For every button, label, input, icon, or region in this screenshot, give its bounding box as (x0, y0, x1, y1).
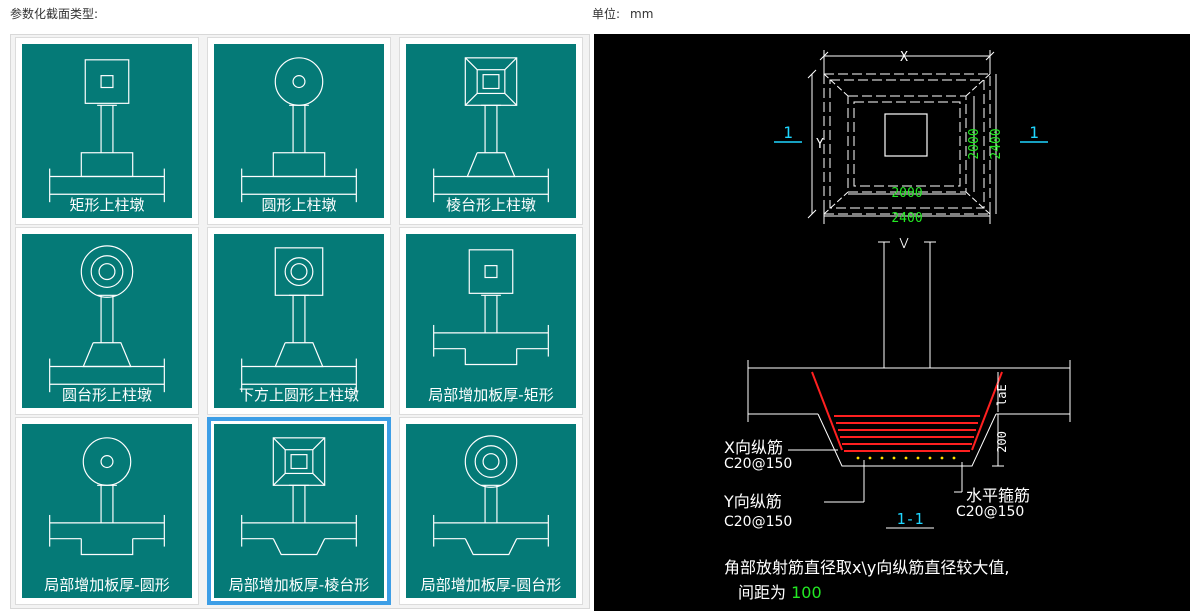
section-preview: X Y 2000 2400 2000 2400 1 1 (594, 34, 1190, 611)
plan-outer-outline (823, 73, 991, 215)
section-type-label: 矩形上柱墩 (69, 196, 145, 214)
note-line-2-value: 100 (791, 583, 822, 602)
plan-inner-outline-inner (853, 101, 961, 187)
preview-drawing: X Y 2000 2400 2000 2400 1 1 (747, 50, 1071, 529)
section-type-3[interactable]: 棱台形上柱墩 (399, 37, 583, 225)
section-type-label: 圆台形上柱墩 (61, 386, 152, 404)
rect-pier-icon (49, 59, 165, 203)
section-type-panel: 局部增加板厚-圆台形 (406, 424, 576, 598)
section-type-label: 局部增加板厚-棱台形 (228, 576, 370, 594)
dim-inner-height: 2000 (967, 128, 982, 159)
y-rebar-value: C20@150 (724, 514, 793, 530)
section-type-label: 下方上圆形上柱墩 (238, 386, 359, 404)
section-type-5[interactable]: 下方上圆形上柱墩 (207, 227, 391, 415)
slab-thicken-round-frustum-icon (433, 435, 549, 556)
section-type-panel: 圆台形上柱墩 (22, 234, 192, 408)
section-type-panel: 局部增加板厚-圆形 (22, 424, 192, 598)
section-view (747, 237, 1071, 529)
section-type-label: 局部增加板厚-圆形 (44, 576, 170, 594)
section-mark-left: 1 (783, 123, 793, 142)
section-type-panel: 局部增加板厚-矩形 (406, 234, 576, 408)
section-type-8[interactable]: 局部增加板厚-棱台形 (207, 417, 391, 605)
unit-label: 单位: mm (592, 5, 653, 22)
dim-inner-width: 2000 (891, 186, 922, 201)
y-rebar-label: Y向纵筋 (724, 492, 782, 511)
section-type-label: 棱台形上柱墩 (445, 196, 536, 214)
plan-view (774, 50, 1048, 224)
section-title: 1-1 (896, 510, 923, 528)
dim-x-label: X (900, 50, 908, 65)
section-type-6[interactable]: 局部增加板厚-矩形 (399, 227, 583, 415)
stirrup-label: 水平箍筋 (966, 486, 1031, 505)
section-type-panel: 矩形上柱墩 (22, 44, 192, 218)
section-type-1[interactable]: 矩形上柱墩 (15, 37, 199, 225)
x-rebar-value: C20@150 (724, 456, 793, 472)
section-type-2[interactable]: 圆形上柱墩 (207, 37, 391, 225)
section-type-7[interactable]: 局部增加板厚-圆形 (15, 417, 199, 605)
section-type-grid: 矩形上柱墩圆形上柱墩棱台形上柱墩圆台形上柱墩下方上圆形上柱墩局部增加板厚-矩形局… (10, 34, 590, 609)
square-base-round-top-pier-icon (241, 247, 357, 393)
dim-y-label: Y (816, 137, 824, 152)
slab-thicken-frustum-icon (241, 437, 357, 556)
slab-thicken-rect-icon (433, 249, 549, 366)
section-mark-right: 1 (1029, 123, 1039, 142)
section-type-label: 圆形上柱墩 (261, 196, 337, 214)
section-type-panel: 棱台形上柱墩 (406, 44, 576, 218)
note-line-2-prefix: 间距为 (738, 583, 787, 602)
x-rebar-label: X向纵筋 (724, 438, 783, 457)
plan-column (884, 113, 928, 157)
dim-depth: 200 (995, 431, 1009, 453)
dim-outer-height: 2400 (989, 128, 1004, 159)
round-frustum-pier-icon (49, 245, 165, 393)
plan-inner-outline (847, 95, 967, 193)
section-type-panel: 局部增加板厚-棱台形 (214, 424, 384, 598)
dim-anchor: laE (995, 384, 1009, 406)
section-type-4[interactable]: 圆台形上柱墩 (15, 227, 199, 415)
unit-label-text: 单位: (592, 7, 621, 21)
dim-outer-width: 2400 (891, 211, 922, 226)
circle-pier-icon (241, 57, 357, 203)
unit-value: mm (630, 7, 654, 21)
plan-outer-outline-inner (829, 79, 985, 209)
section-type-panel: 下方上圆形上柱墩 (214, 234, 384, 408)
frustum-pier-icon (433, 57, 549, 203)
note-line-1: 角部放射筋直径取x\y向纵筋直径较大值, (724, 558, 1010, 577)
stirrup-value: C20@150 (956, 504, 1025, 520)
section-type-label: 局部增加板厚-矩形 (428, 386, 554, 404)
slab-thicken-circle-icon (49, 437, 165, 556)
section-type-9[interactable]: 局部增加板厚-圆台形 (399, 417, 583, 605)
section-type-label: 局部增加板厚-圆台形 (420, 576, 562, 594)
section-type-label: 参数化截面类型: (10, 7, 99, 21)
section-type-panel: 圆形上柱墩 (214, 44, 384, 218)
note-line-2: 间距为 100 (738, 579, 822, 603)
